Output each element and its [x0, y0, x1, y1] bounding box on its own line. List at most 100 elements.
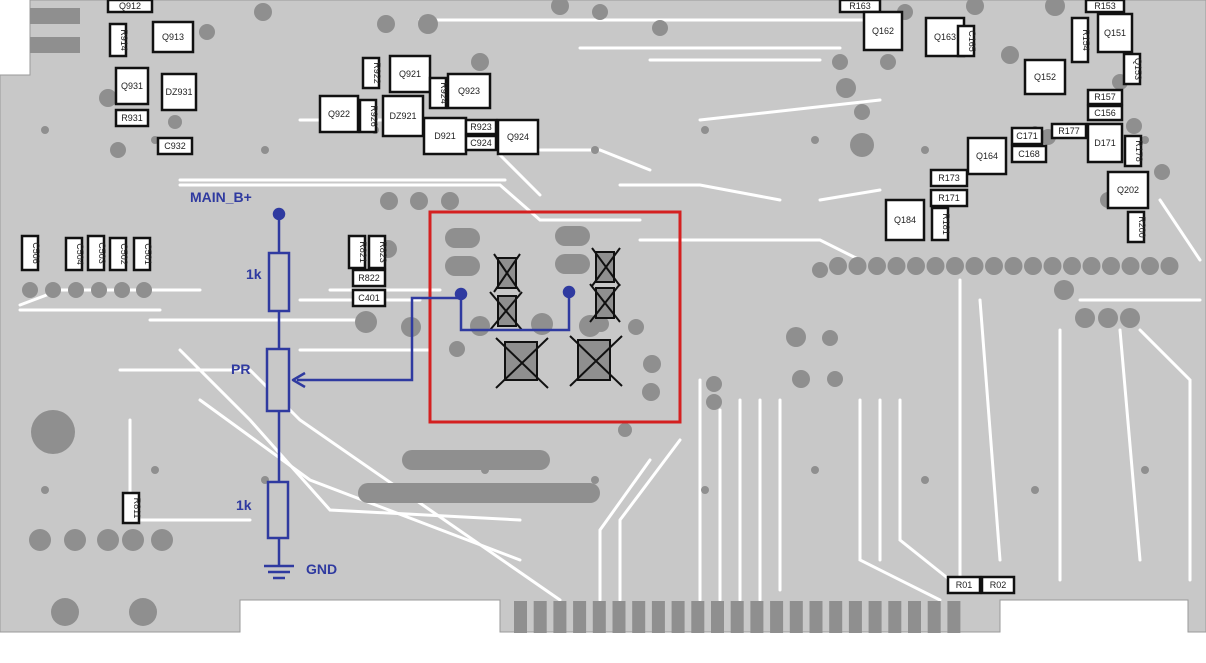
component-label: Q151	[1104, 28, 1126, 38]
component-label: Q162	[872, 26, 894, 36]
component-label: Q912	[119, 1, 141, 11]
component-label: R171	[938, 193, 960, 203]
component-label: C924	[470, 138, 492, 148]
component-label: R177	[1058, 126, 1080, 136]
component-label: R926	[369, 105, 379, 127]
component-r931: R931	[114, 108, 150, 128]
component-r154: R154	[1070, 16, 1091, 64]
component-label: D921	[434, 131, 456, 141]
component-c168: C168	[1010, 144, 1048, 164]
component-r171: R171	[929, 188, 969, 208]
component-label: R154	[1081, 29, 1091, 51]
component-label: C502	[119, 243, 129, 265]
component-c932: C932	[156, 136, 194, 156]
component-label: R200	[1137, 216, 1147, 238]
bottom-resistor-value: 1k	[236, 497, 252, 513]
removed-components	[489, 247, 623, 389]
component-c503: C503	[86, 234, 107, 272]
component-c501: C501	[132, 236, 153, 272]
component-label: DZ931	[165, 87, 192, 97]
component-c502: C502	[108, 236, 129, 272]
component-r823: R823	[367, 234, 388, 270]
component-q153: Q153	[1122, 52, 1143, 86]
component-label: R823	[378, 241, 388, 263]
component-r923: R923	[464, 118, 498, 136]
component-label: R931	[121, 113, 143, 123]
component-label: DZ921	[389, 111, 416, 121]
component-r924: R924	[428, 76, 449, 110]
component-r822: R822	[351, 268, 387, 288]
component-q931: Q931	[114, 66, 150, 106]
component-label: Q152	[1034, 72, 1056, 82]
component-label: R178	[1134, 140, 1144, 162]
component-label: R153	[1094, 1, 1116, 11]
component-label: C168	[1018, 149, 1040, 159]
mounting-pad	[31, 410, 75, 454]
component-c165: C165	[956, 24, 977, 58]
component-d921: D921	[422, 116, 468, 156]
component-r181: R181	[930, 206, 951, 242]
component-label: Q153	[1133, 58, 1143, 80]
component-label: R811	[132, 498, 142, 519]
component-label: Q163	[934, 32, 956, 42]
component-q164: Q164	[966, 136, 1008, 176]
component-c156: C156	[1086, 104, 1124, 122]
component-label: R924	[439, 82, 449, 104]
component-label: Q921	[399, 69, 421, 79]
component-label: C503	[97, 242, 107, 264]
component-q913: Q913	[151, 20, 195, 54]
component-dz921: DZ921	[381, 94, 425, 138]
component-label: C932	[164, 141, 186, 151]
component-label: R181	[941, 213, 951, 235]
component-r153: R153	[1084, 0, 1126, 14]
component-label: R821	[358, 241, 368, 263]
component-r926: R926	[358, 98, 379, 134]
component-r178: R178	[1123, 134, 1144, 168]
component-label: C501	[143, 243, 153, 265]
ground-label: GND	[306, 561, 337, 577]
component-label: C165	[967, 30, 977, 52]
component-label: R923	[470, 122, 492, 132]
component-q922: Q922	[318, 94, 360, 134]
component-label: Q184	[894, 215, 916, 225]
component-r821: R821	[347, 234, 368, 270]
component-label: Q931	[121, 81, 143, 91]
highlight-box	[428, 210, 682, 424]
component-label: R914	[119, 29, 129, 51]
top-resistor-value: 1k	[246, 266, 262, 282]
component-r922: R922	[361, 56, 382, 90]
component-d171: D171	[1086, 122, 1124, 164]
component-r914: R914	[108, 22, 129, 58]
component-q924: Q924	[496, 118, 540, 156]
component-dz931: DZ931	[160, 72, 198, 112]
component-r157: R157	[1086, 88, 1124, 106]
component-label: C504	[75, 243, 85, 265]
component-label: R157	[1094, 92, 1116, 102]
component-label: Q164	[976, 151, 998, 161]
component-q152: Q152	[1023, 58, 1067, 96]
component-c401: C401	[351, 288, 387, 308]
component-r163: R163	[838, 0, 882, 14]
component-label: Q202	[1117, 185, 1139, 195]
pad-slab	[30, 8, 80, 24]
component-c504: C504	[64, 236, 85, 272]
component-r01: R01	[946, 575, 982, 595]
component-r173: R173	[929, 168, 969, 188]
component-q151: Q151	[1096, 12, 1134, 54]
component-q923: Q923	[446, 72, 492, 110]
component-label: D171	[1094, 138, 1116, 148]
component-label: Q923	[458, 86, 480, 96]
component-label: R173	[938, 173, 960, 183]
edge-connector	[514, 601, 961, 633]
component-label: R02	[990, 580, 1007, 590]
pot-label: PR	[231, 361, 250, 377]
component-r177: R177	[1050, 122, 1088, 140]
component-r200: R200	[1126, 210, 1147, 244]
component-label: R01	[956, 580, 973, 590]
component-label: R922	[372, 62, 382, 84]
component-r811: R811	[121, 491, 142, 525]
pad-slab	[30, 37, 80, 53]
component-r02: R02	[980, 575, 1016, 595]
component-label: C506	[31, 242, 41, 264]
